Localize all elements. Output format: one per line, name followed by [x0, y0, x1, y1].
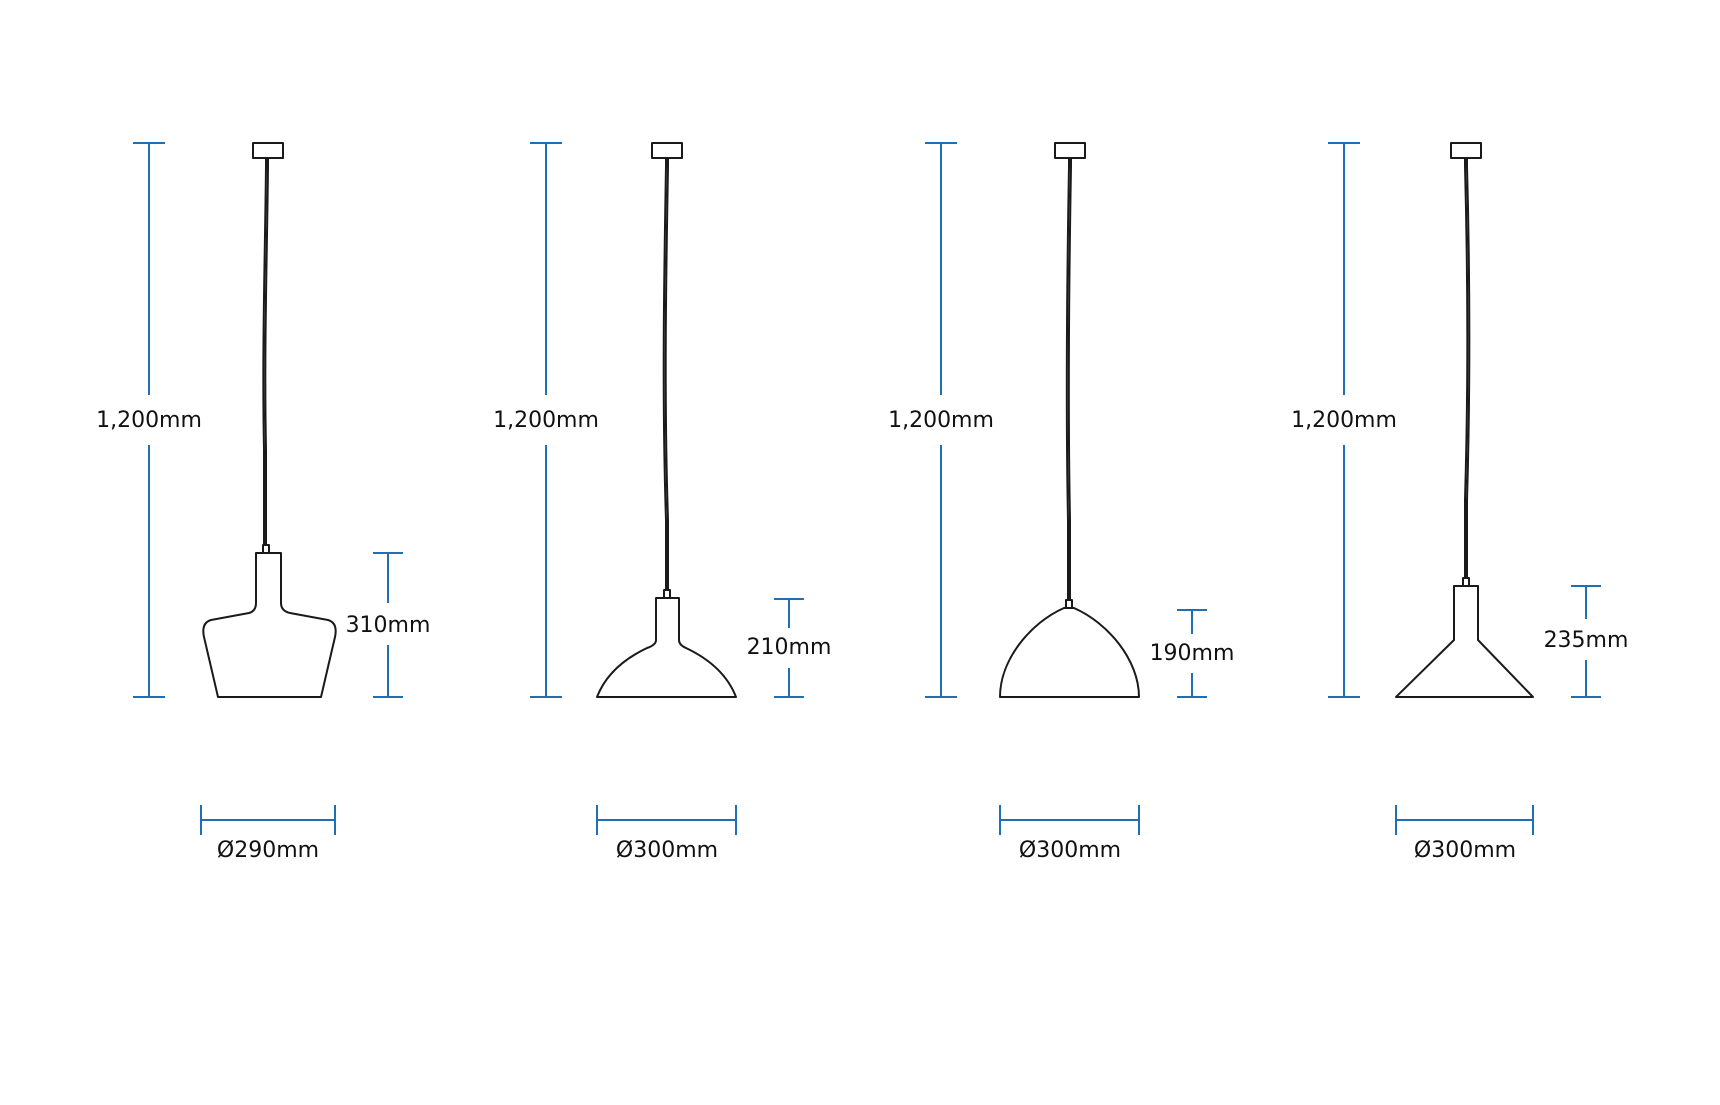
lamp-2-canopy — [651, 142, 683, 159]
lamp-1-diameter-label: Ø290mm — [217, 838, 319, 863]
lamp-2-shade-height-label: 210mm — [747, 635, 832, 660]
lamp-4-shade — [1395, 585, 1534, 698]
lamp-4-diameter-dimension — [1395, 805, 1534, 835]
lamp-2-cord-length-label: 1,200mm — [493, 408, 599, 433]
lamp-2-cord — [664, 158, 669, 590]
lamp-2-diameter-label: Ø300mm — [616, 838, 718, 863]
lamp-2-diameter-dimension — [596, 805, 737, 835]
lamp-3-shade — [999, 607, 1140, 698]
lamp-2-pendant — [596, 142, 737, 698]
lamp-1-shade-height-dimension — [373, 552, 403, 698]
lamp-1: 1,200mm 310mm Ø290mm — [96, 142, 431, 863]
lamp-4-cord-length-dimension — [1328, 142, 1360, 698]
lamp-1-shade-height-label: 310mm — [346, 613, 431, 638]
lamp-3-cord-grip — [1065, 599, 1073, 609]
lamp-1-diameter-dimension — [200, 805, 336, 835]
lamp-2-cord-inner — [662, 158, 667, 590]
lamp-4-pendant — [1395, 142, 1534, 698]
lamp-4-cord — [1466, 158, 1471, 578]
lamp-3-cord-length-dimension — [925, 142, 957, 698]
lamp-4-cord-length-label: 1,200mm — [1291, 408, 1397, 433]
lamp-3-canopy — [1054, 142, 1086, 159]
lamp-4-cord-inner — [1464, 158, 1469, 578]
lamp-3-cord-length-label: 1,200mm — [888, 408, 994, 433]
lamp-2-shade — [596, 597, 737, 698]
lamp-2-cord-grip — [663, 589, 671, 599]
lamp-4-shade-height-label: 235mm — [1544, 628, 1629, 653]
lamp-1-shade — [202, 552, 337, 698]
lamp-4-canopy — [1450, 142, 1482, 159]
lamp-1-cord-length-dimension — [133, 142, 165, 698]
lamp-3-shade-height-label: 190mm — [1150, 641, 1235, 666]
lamp-3-shade-height-dimension — [1177, 609, 1207, 698]
lamp-1-cord-inner — [262, 158, 267, 545]
lamp-3-cord-inner — [1065, 158, 1070, 600]
lamp-2-cord-length-dimension — [530, 142, 562, 698]
lamp-3: 1,200mm 190mm Ø300mm — [888, 142, 1235, 863]
lamp-4-shade-height-dimension — [1571, 585, 1601, 698]
lamp-1-cord-grip — [262, 544, 270, 554]
lamp-4: 1,200mm 235mm Ø300mm — [1291, 142, 1629, 863]
lamp-1-cord — [264, 158, 269, 545]
lamp-1-cord-length-label: 1,200mm — [96, 408, 202, 433]
lamp-2: 1,200mm 210mm Ø300mm — [493, 142, 832, 863]
lamp-4-cord-grip — [1462, 577, 1470, 587]
lamp-4-diameter-label: Ø300mm — [1414, 838, 1516, 863]
lamp-3-diameter-dimension — [999, 805, 1140, 835]
lamp-1-canopy — [252, 142, 284, 159]
lamp-3-pendant — [999, 142, 1140, 698]
lamp-3-cord — [1067, 158, 1072, 600]
lamp-2-shade-height-dimension — [774, 598, 804, 698]
lamp-1-pendant — [202, 142, 337, 698]
lamp-3-diameter-label: Ø300mm — [1019, 838, 1121, 863]
